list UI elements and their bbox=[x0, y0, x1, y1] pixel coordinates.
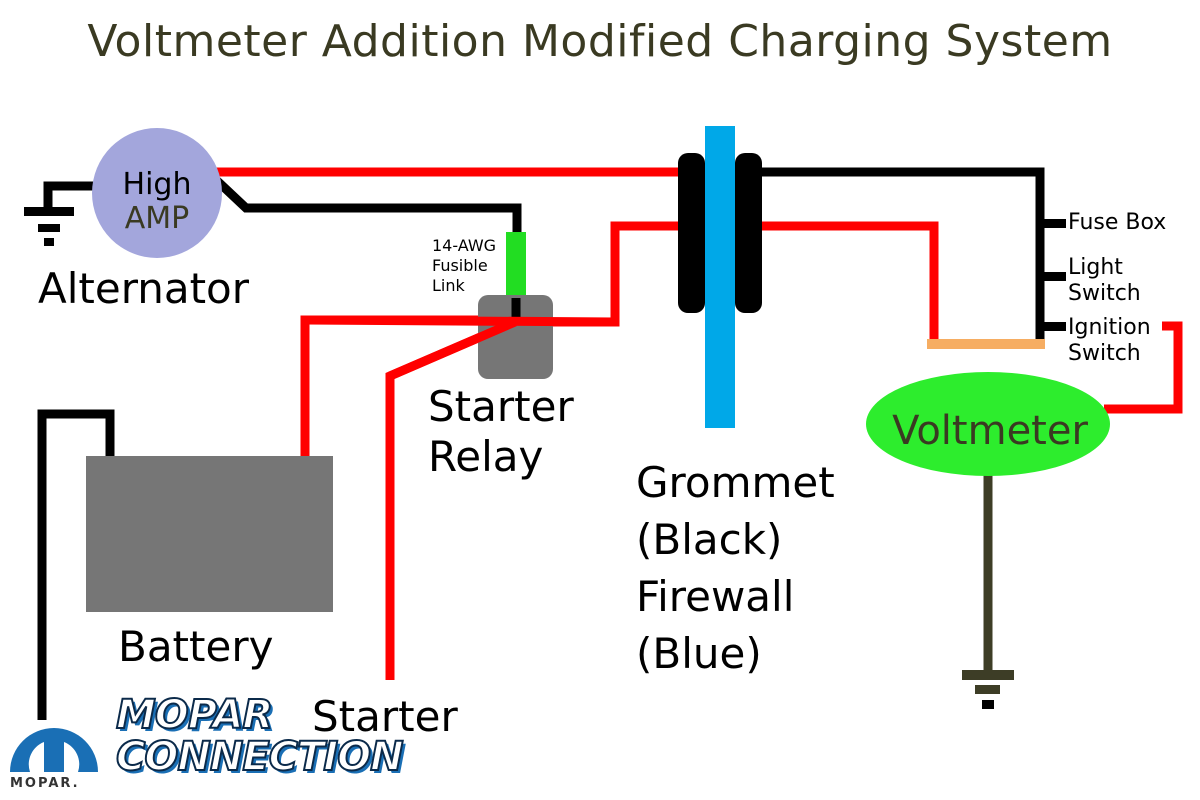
wire-alternator-ground bbox=[43, 181, 94, 210]
alternator-label-line1: High bbox=[122, 167, 192, 202]
page-title: Voltmeter Addition Modified Charging Sys… bbox=[87, 16, 1113, 67]
grommet-line3: Firewall bbox=[636, 572, 795, 622]
voltmeter-label: Voltmeter bbox=[892, 408, 1088, 454]
logo-line2: CONNECTION bbox=[115, 733, 405, 781]
battery-label: Battery bbox=[118, 622, 274, 671]
tap-label-light-switch: Light Switch bbox=[1068, 255, 1141, 308]
fusible-link-line3: Link bbox=[432, 276, 465, 295]
relay-red-overlay bbox=[304, 315, 616, 327]
splice bbox=[927, 339, 1045, 349]
tap-label-light-line2: Switch bbox=[1068, 281, 1141, 307]
alternator bbox=[92, 128, 222, 258]
wire-battery-ground bbox=[37, 409, 115, 720]
tap-ignition-switch bbox=[1040, 322, 1066, 331]
grommet-line4: (Blue) bbox=[636, 629, 762, 679]
mopar-logo-icon bbox=[10, 728, 98, 772]
voltmeter-ground-icon bbox=[962, 670, 1014, 709]
firewall bbox=[705, 126, 735, 428]
logo-line1: MOPAR bbox=[115, 691, 274, 739]
tap-light-switch bbox=[1040, 272, 1066, 281]
grommet-right bbox=[735, 153, 762, 313]
grommet-left bbox=[678, 153, 705, 313]
wire-ignition-bus bbox=[760, 167, 1045, 340]
starter-relay-line1: Starter bbox=[428, 382, 574, 431]
tap-label-fuse-box: Fuse Box bbox=[1068, 210, 1167, 235]
fusible-link-line2: Fusible bbox=[432, 256, 488, 275]
fusible-link bbox=[506, 232, 526, 300]
alternator-label: High AMP bbox=[92, 168, 222, 235]
alternator-ground-icon bbox=[24, 207, 74, 246]
mopar-wordmark: MOPAR. bbox=[10, 776, 80, 791]
fusible-link-line1: 14-AWG bbox=[432, 236, 497, 255]
starter-relay bbox=[478, 295, 553, 379]
battery bbox=[86, 456, 333, 612]
starter-relay-label: Starter Relay bbox=[428, 382, 574, 481]
starter-label: Starter bbox=[312, 692, 458, 741]
wire-alternator-sense bbox=[208, 172, 522, 235]
grommet-line1: Grommet bbox=[636, 458, 835, 507]
grommet-firewall-label: Grommet (Black) Firewall (Blue) bbox=[636, 454, 835, 682]
wire-grommet-to-splice bbox=[760, 221, 939, 344]
tap-label-ignition-switch: Ignition Switch bbox=[1068, 315, 1151, 368]
fusible-link-label: 14-AWG Fusible Link bbox=[432, 236, 496, 296]
mopar-connection-logo: MOPAR CONNECTION MOPAR. bbox=[0, 690, 405, 800]
alternator-name: Alternator bbox=[38, 264, 250, 313]
tap-label-ignition-line1: Ignition bbox=[1068, 315, 1151, 340]
grommet-line2: (Black) bbox=[636, 515, 783, 565]
tap-label-ignition-line2: Switch bbox=[1068, 341, 1141, 367]
tap-fuse-box bbox=[1040, 219, 1066, 228]
tap-label-light-line1: Light bbox=[1068, 255, 1123, 280]
relay-starter-overlay bbox=[388, 317, 517, 381]
alternator-label-line2: AMP bbox=[124, 200, 190, 236]
starter-relay-line2: Relay bbox=[428, 431, 544, 481]
voltmeter bbox=[866, 372, 1110, 476]
wire-ignition-to-voltmeter bbox=[1104, 321, 1183, 414]
